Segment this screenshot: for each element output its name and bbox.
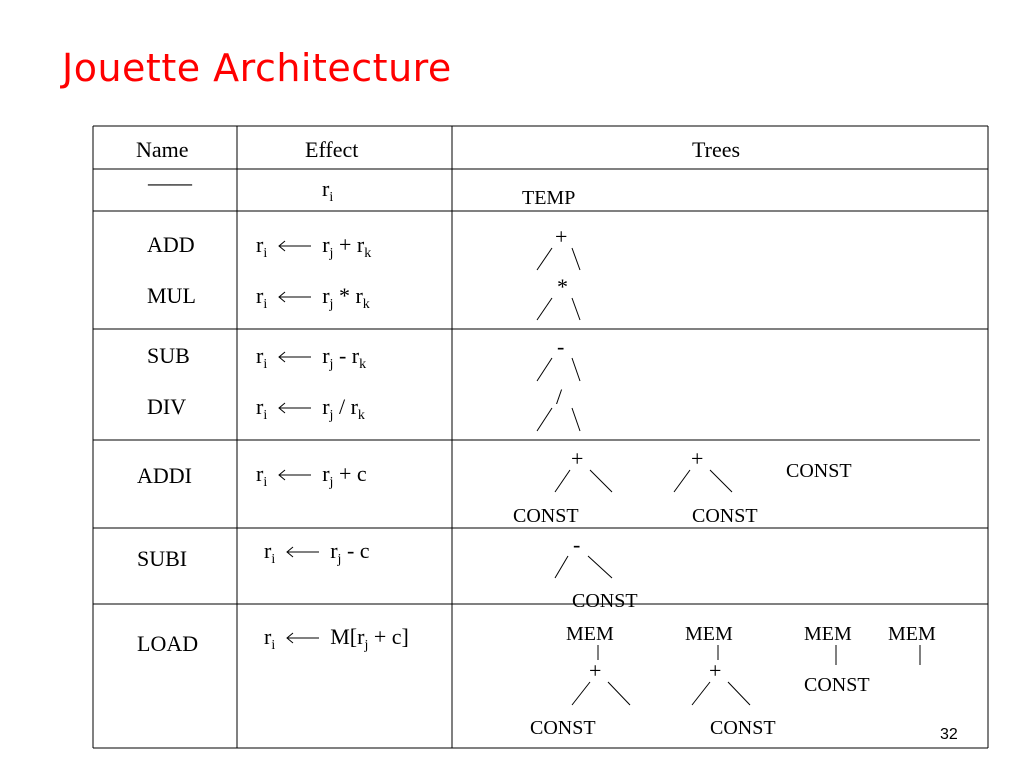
- row-sub-effect: ri rj - rk: [256, 343, 367, 372]
- tree-temp-label: TEMP: [522, 187, 576, 209]
- tree-load-mem-2: MEM: [685, 623, 733, 645]
- tree-load-const-1: CONST: [530, 717, 596, 739]
- table-grid: [92, 125, 989, 749]
- row-subi-name: SUBI: [137, 546, 188, 571]
- tree-addi-const-2: CONST: [692, 505, 758, 527]
- tree-div-op: /: [556, 384, 563, 409]
- tree-add-op: +: [555, 224, 568, 249]
- row-load-effect: ri M[rj + c]: [264, 624, 409, 653]
- tree-sub-op: -: [557, 334, 565, 359]
- row-mul-name: MUL: [147, 283, 196, 308]
- tree-load-mem-3: MEM: [804, 623, 852, 645]
- row-temp-effect: ri: [322, 176, 334, 205]
- row-load-name: LOAD: [137, 631, 199, 656]
- page-number: 32: [940, 726, 958, 743]
- header-effect: Effect: [305, 137, 359, 162]
- tree-addi-op-1: +: [571, 446, 584, 471]
- header-trees: Trees: [692, 137, 741, 162]
- row-mul-effect: ri rj * rk: [256, 283, 370, 312]
- tree-subi-const: CONST: [572, 590, 638, 612]
- row-addi-name: ADDI: [137, 463, 192, 488]
- tree-load-plus-1: +: [589, 658, 602, 683]
- tree-load-const-2: CONST: [710, 717, 776, 739]
- row-addi-effect: ri rj + c: [256, 461, 367, 490]
- tree-load-mem-1: MEM: [566, 623, 614, 645]
- header-name: Name: [136, 137, 189, 162]
- row-div-name: DIV: [147, 394, 187, 419]
- tree-edges: [536, 247, 921, 706]
- tree-addi-op-2: +: [691, 446, 704, 471]
- row-add-name: ADD: [147, 232, 195, 257]
- tree-load-const-3: CONST: [804, 674, 870, 696]
- slide-title: Jouette Architecture: [62, 46, 452, 90]
- row-temp-name: ——: [148, 170, 192, 195]
- row-subi-effect: ri rj - c: [264, 538, 370, 567]
- row-sub-name: SUB: [147, 343, 190, 368]
- tree-mul-op: *: [557, 274, 568, 299]
- tree-addi-const-1: CONST: [513, 505, 579, 527]
- tree-addi-const-3: CONST: [786, 460, 852, 482]
- tree-load-mem-4: MEM: [888, 623, 936, 645]
- tree-load-plus-2: +: [709, 658, 722, 683]
- row-add-effect: ri rj + rk: [256, 232, 372, 261]
- row-div-effect: ri rj / rk: [256, 394, 365, 423]
- tree-subi-op: -: [573, 532, 581, 557]
